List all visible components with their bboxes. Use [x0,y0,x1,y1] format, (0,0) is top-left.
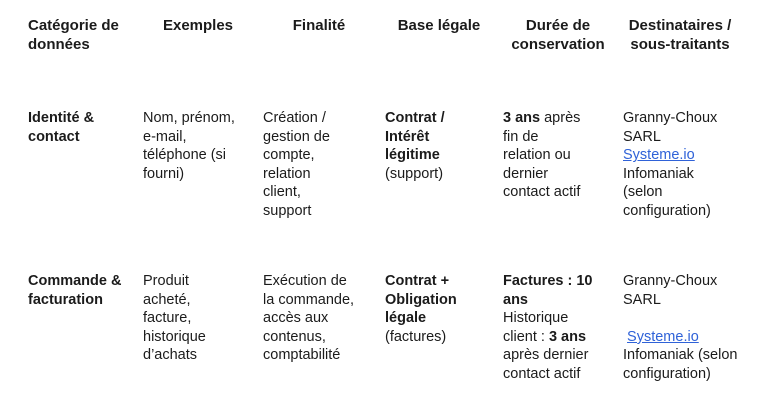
cell-text: Historique client : [503,310,569,345]
cell-finalite: Création / gestion de compte, relation c… [263,109,385,221]
cell-text: Infomaniak (selon configuration) [623,165,711,219]
table-row-identite: Identité & contact Nom, prénom, e-mail, … [28,109,747,221]
cell-categorie: Identité & contact [28,109,143,221]
cell-base-legale: Contrat / Intérêt légitime (support) [385,109,503,221]
cell-finalite: Exécution de la commande, accès aux cont… [263,272,385,384]
cell-categorie: Commande & facturation [28,272,143,384]
column-header-duree: Durée de conservation [511,17,605,53]
cell-text: 3 ans [548,328,587,345]
cell-text: 3 ans [503,110,541,126]
cell-text: (support) [385,165,444,182]
systeme-io-link[interactable]: Systeme.io [627,328,699,345]
cell-exemples: Nom, prénom, e-mail, téléphone (si fourn… [143,109,263,221]
column-header-finalite: Finalité [292,17,346,34]
column-header-destinataires: Destinataires / sous-traitants [628,17,732,53]
table-header-row: Catégorie de données Exemples Finalité B… [28,16,747,54]
cell-text: Commande & facturation [28,273,122,308]
cell-text: Exécution de la commande, accès aux cont… [263,273,355,364]
cell-base-legale: Contrat + Obligation légale (factures) [385,272,503,384]
cell-duree: Factures : 10 ans Historique client : 3 … [503,272,623,384]
column-header-exemples: Exemples [162,17,234,34]
table-row-commande: Commande & facturation Produit acheté, f… [28,272,747,384]
cell-exemples: Produit acheté, facture, historique d’ac… [143,272,263,384]
cell-text: Identité & contact [28,110,95,145]
column-header-base-legale: Base légale [397,17,481,34]
cell-text: après dernier contact actif [503,347,589,382]
cell-text: Création / gestion de compte, relation c… [263,110,330,219]
cell-text: Granny-Choux SARL [623,110,718,145]
cell-text: Contrat / Intérêt légitime [385,110,445,164]
cell-text: Produit acheté, facture, historique d’ac… [143,273,206,364]
cell-text: (factures) [385,328,447,345]
cell-destinataires: Granny-Choux SARL Systeme.io Infomaniak … [623,272,764,384]
cell-text: Factures : 10 ans [503,273,593,308]
cell-text: Infomaniak (selon configuration) [623,347,738,382]
cell-duree: 3 ans après fin de relation ou dernier c… [503,109,623,221]
cell-text: Contrat + Obligation légale [385,273,457,327]
column-header-categorie: Catégorie de données [28,17,119,53]
cell-text: Granny-Choux SARL [623,273,718,308]
cell-destinataires: Granny-Choux SARL Systeme.io Infomaniak … [623,109,764,221]
systeme-io-link[interactable]: Systeme.io [623,147,695,164]
cell-text: Nom, prénom, e-mail, téléphone (si fourn… [143,110,235,182]
cell-text: après fin de relation ou dernier contact… [503,110,581,201]
